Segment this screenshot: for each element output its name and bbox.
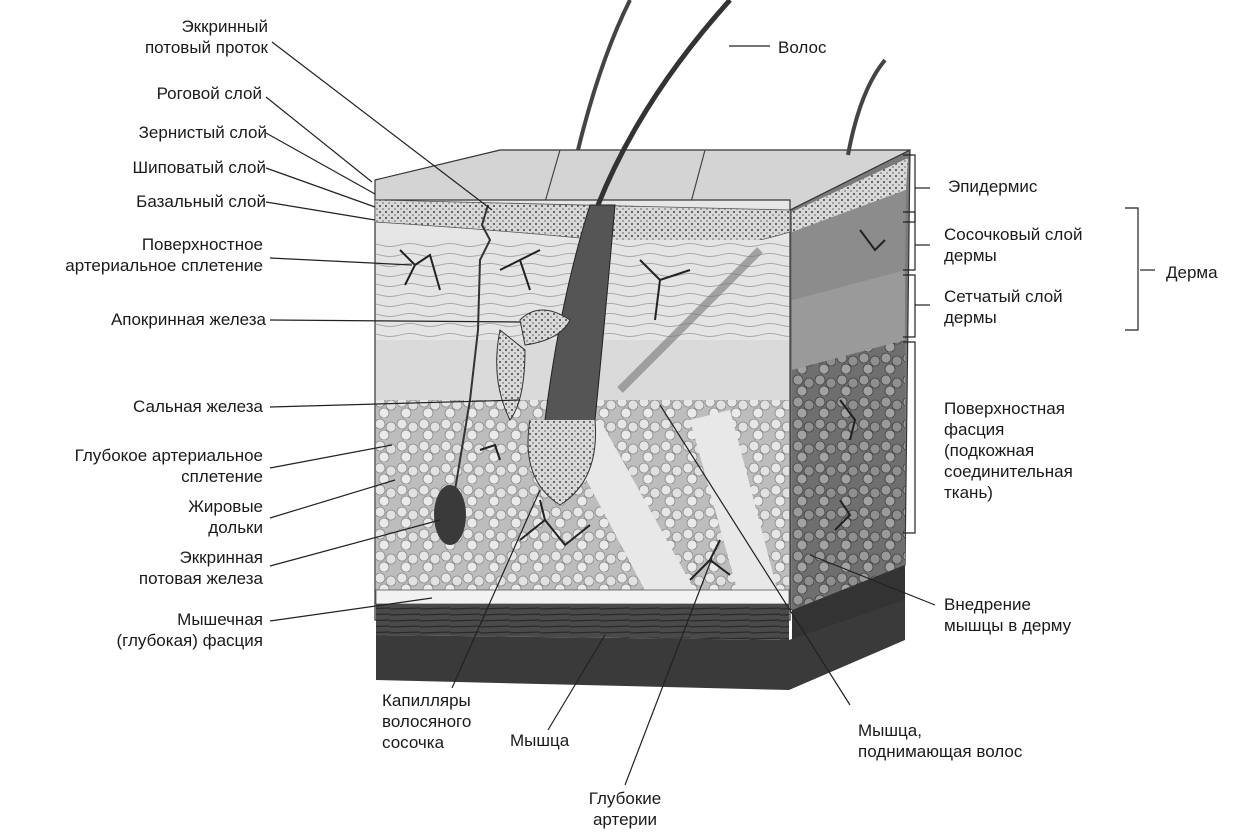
label-papilla-capillaries: Капилляры волосяного сосочка [382, 690, 471, 753]
label-superficial-fascia: Поверхностная фасция (подкожная соединит… [944, 398, 1073, 503]
label-eccrine-duct: Эккринный потовый проток [145, 16, 268, 58]
label-eccrine-gland: Эккринная потовая железа [139, 547, 263, 589]
label-horny-layer: Роговой слой [157, 83, 262, 104]
label-spinous-layer: Шиповатый слой [133, 157, 266, 178]
label-muscle: Мышца [510, 730, 569, 751]
label-dermis: Дерма [1166, 262, 1218, 283]
label-granular-layer: Зернистый слой [139, 122, 267, 143]
label-sebaceous-gland: Сальная железа [133, 396, 263, 417]
label-muscle-fascia: Мышечная (глубокая) фасция [116, 609, 263, 651]
label-hair: Волос [778, 37, 827, 58]
block-right-face [790, 150, 910, 650]
label-muscle-insertion: Внедрение мышцы в дерму [944, 594, 1071, 636]
label-deep-arteries: Глубокие артерии [570, 788, 680, 830]
label-arrector-pili: Мышца, поднимающая волос [858, 720, 1022, 762]
label-basal-layer: Базальный слой [136, 191, 266, 212]
label-deep-arterial-plexus: Глубокое артериальное сплетение [75, 445, 263, 487]
label-fat-lobules: Жировые дольки [188, 496, 263, 538]
label-papillary-layer: Сосочковый слой дермы [944, 224, 1082, 266]
label-superficial-arterial-plexus: Поверхностное артериальное сплетение [65, 234, 263, 276]
label-reticular-layer: Сетчатый слой дермы [944, 286, 1063, 328]
label-apocrine-gland: Апокринная железа [111, 309, 266, 330]
label-epidermis: Эпидермис [948, 176, 1037, 197]
